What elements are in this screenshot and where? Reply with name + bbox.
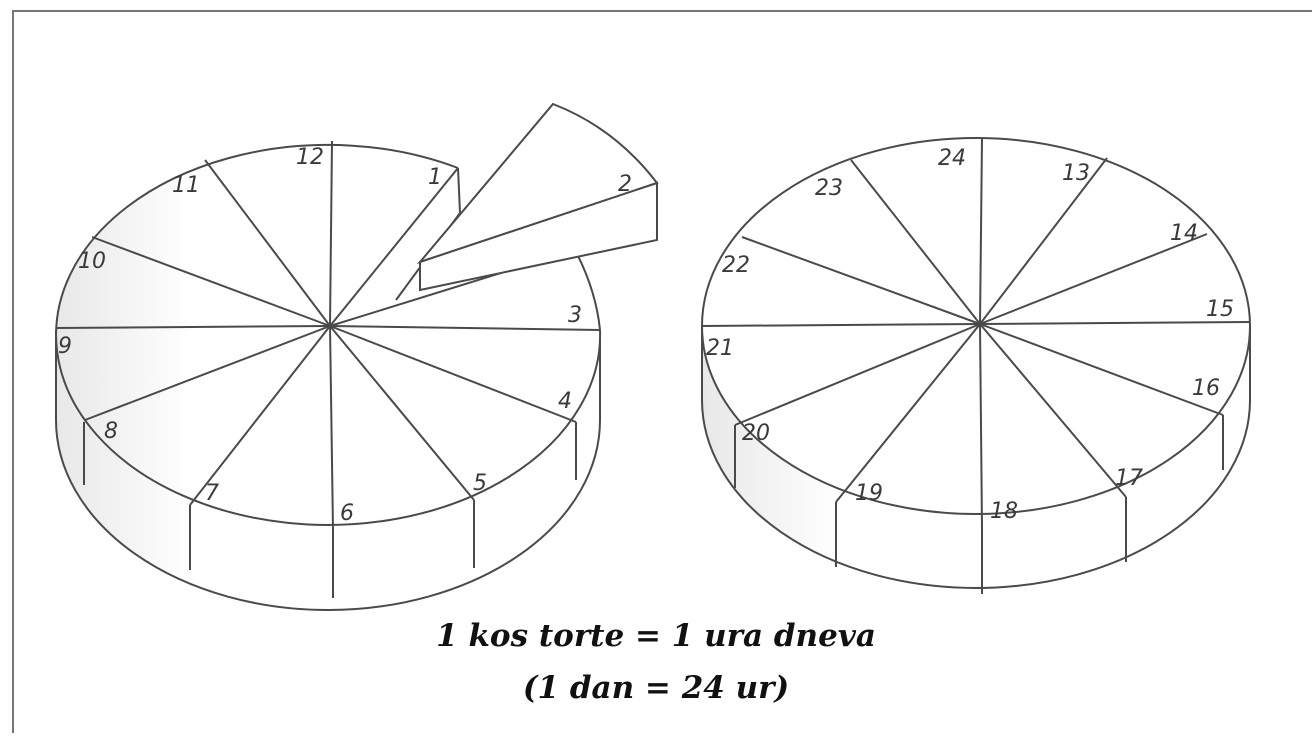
caption-sub: (1 dan = 24 ur) [0, 670, 1312, 706]
slice-label-2: 2 [618, 172, 632, 197]
left-cake [56, 104, 657, 610]
slice-label-17: 17 [1115, 466, 1143, 491]
slice-label-11: 11 [172, 173, 200, 198]
slice-label-24: 24 [938, 146, 966, 171]
caption-main: 1 kos torte = 1 ura dneva [0, 618, 1312, 654]
slice-label-16: 16 [1192, 376, 1220, 401]
frame-top-border [12, 10, 1312, 12]
slice-label-9: 9 [58, 334, 72, 359]
slice-label-13: 13 [1062, 161, 1090, 186]
slice-label-15: 15 [1206, 297, 1234, 322]
slice-label-23: 23 [815, 176, 843, 201]
slice-label-14: 14 [1170, 221, 1198, 246]
slice-label-7: 7 [205, 481, 219, 506]
slice-label-20: 20 [742, 421, 770, 446]
slice-label-10: 10 [78, 249, 106, 274]
slice-label-3: 3 [568, 303, 582, 328]
slice-label-21: 21 [706, 336, 734, 361]
slice-label-22: 22 [722, 253, 750, 278]
slice-label-5: 5 [473, 471, 487, 496]
right-cake [702, 138, 1250, 594]
slice-label-1: 1 [428, 165, 442, 190]
slice-label-18: 18 [990, 499, 1018, 524]
slice-label-8: 8 [104, 419, 118, 444]
slice-label-19: 19 [855, 481, 883, 506]
slice-label-6: 6 [340, 501, 354, 526]
slice-label-4: 4 [558, 389, 572, 414]
slice-label-12: 12 [296, 145, 324, 170]
